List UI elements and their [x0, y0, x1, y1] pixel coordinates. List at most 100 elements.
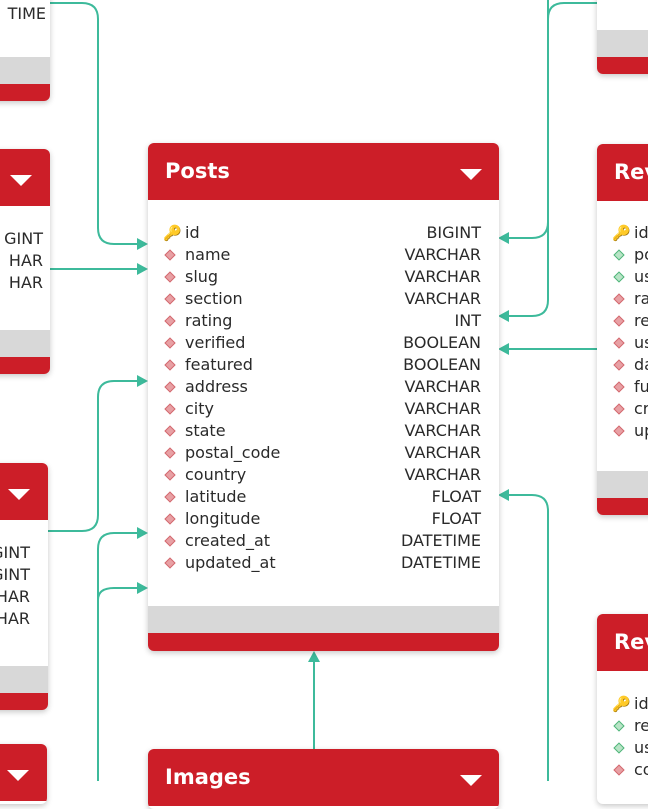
field-name: featured	[185, 355, 253, 374]
field-row: HAR	[0, 272, 43, 294]
field-row[interactable]: featured BOOLEAN	[163, 354, 481, 376]
field-name: latitude	[185, 487, 247, 506]
table-card-reviews-2[interactable]: Rev 🔑idreusco	[597, 614, 648, 804]
field-type: VARCHAR	[404, 399, 481, 418]
arrowhead	[498, 310, 509, 322]
field-row[interactable]: us	[612, 332, 648, 354]
field-row: TIME	[0, 3, 46, 25]
field-row[interactable]: cr	[612, 398, 648, 420]
field-row: HAR	[0, 250, 43, 272]
arrowhead	[498, 232, 509, 244]
field-name: verified	[185, 333, 246, 352]
connector-bottom-left-to-created	[97, 587, 138, 601]
field-type: FLOAT	[431, 509, 481, 528]
collapse-toggle-icon[interactable]	[7, 770, 29, 781]
connector-lower-right-to-latitude	[508, 494, 549, 781]
table-card-left-bottom[interactable]	[0, 744, 47, 804]
field-type: VARCHAR	[404, 267, 481, 286]
field-type: HAR	[0, 609, 30, 628]
field-row[interactable]: 🔑id BIGINT	[163, 222, 481, 244]
arrowhead	[137, 263, 148, 275]
field-row[interactable]: 🔑id	[612, 222, 648, 244]
arrowhead	[137, 238, 148, 250]
field-row[interactable]: us	[612, 737, 648, 759]
field-diamond-icon	[612, 332, 626, 354]
field-row: HAR	[0, 608, 30, 630]
field-name: us	[634, 738, 648, 757]
table-card-left-mid[interactable]: GINT HAR HAR	[0, 149, 50, 374]
connector-right-to-rating	[508, 2, 597, 317]
field-name: section	[185, 289, 243, 308]
field-row[interactable]: us	[612, 266, 648, 288]
table-title: Rev	[614, 630, 648, 654]
collapse-toggle-icon[interactable]	[10, 175, 32, 186]
field-row[interactable]: re	[612, 310, 648, 332]
field-row[interactable]: co	[612, 759, 648, 781]
field-type: HAR	[0, 587, 30, 606]
arrowhead	[498, 343, 509, 355]
field-type: BIGINT	[426, 223, 481, 242]
collapse-toggle-icon[interactable]	[460, 169, 482, 180]
arrowhead	[498, 489, 509, 501]
field-row[interactable]: fu	[612, 376, 648, 398]
field-name: cr	[634, 399, 648, 418]
foreign-key-diamond-icon	[612, 737, 626, 759]
field-type: TIME	[7, 4, 46, 23]
field-row[interactable]: ra	[612, 288, 648, 310]
field-name: id	[634, 694, 648, 713]
field-type: HAR	[8, 251, 43, 270]
field-row[interactable]: section VARCHAR	[163, 288, 481, 310]
field-diamond-icon	[163, 288, 177, 310]
field-diamond-icon	[612, 354, 626, 376]
field-type: VARCHAR	[404, 421, 481, 440]
table-title: Images	[165, 765, 251, 789]
table-card-left-top[interactable]: TIME	[0, 0, 50, 101]
field-row[interactable]: 🔑id	[612, 693, 648, 715]
table-card-images[interactable]: Images	[148, 749, 499, 809]
collapse-toggle-icon[interactable]	[8, 489, 30, 500]
field-name: name	[185, 245, 231, 264]
field-name: address	[185, 377, 248, 396]
table-footer-bar	[148, 633, 499, 651]
field-name: id	[185, 223, 200, 242]
table-footer-bar	[597, 498, 648, 515]
table-card-right-top[interactable]	[597, 0, 648, 74]
field-row[interactable]: re	[612, 715, 648, 737]
field-name: us	[634, 267, 648, 286]
field-type: VARCHAR	[404, 289, 481, 308]
key-icon: 🔑	[612, 224, 631, 242]
field-name: rating	[185, 311, 233, 330]
arrowhead	[137, 582, 148, 594]
field-row[interactable]: po	[612, 244, 648, 266]
arrowhead	[308, 651, 320, 662]
field-name: da	[634, 355, 648, 374]
field-diamond-icon	[163, 552, 177, 574]
field-diamond-icon	[163, 420, 177, 442]
field-name: fu	[634, 377, 648, 396]
field-row[interactable]: up	[612, 420, 648, 442]
field-diamond-icon	[612, 376, 626, 398]
key-icon: 🔑	[612, 695, 631, 713]
field-diamond-icon	[163, 266, 177, 288]
field-diamond-icon	[163, 354, 177, 376]
table-card-reviews[interactable]: Rev 🔑idpousrareusdafucrup	[597, 144, 648, 515]
field-type: BOOLEAN	[403, 355, 481, 374]
key-icon: 🔑	[163, 224, 182, 242]
field-diamond-icon	[612, 398, 626, 420]
table-card-left-low[interactable]: GINT GINT HAR HAR	[0, 463, 48, 710]
field-row[interactable]: da	[612, 354, 648, 376]
